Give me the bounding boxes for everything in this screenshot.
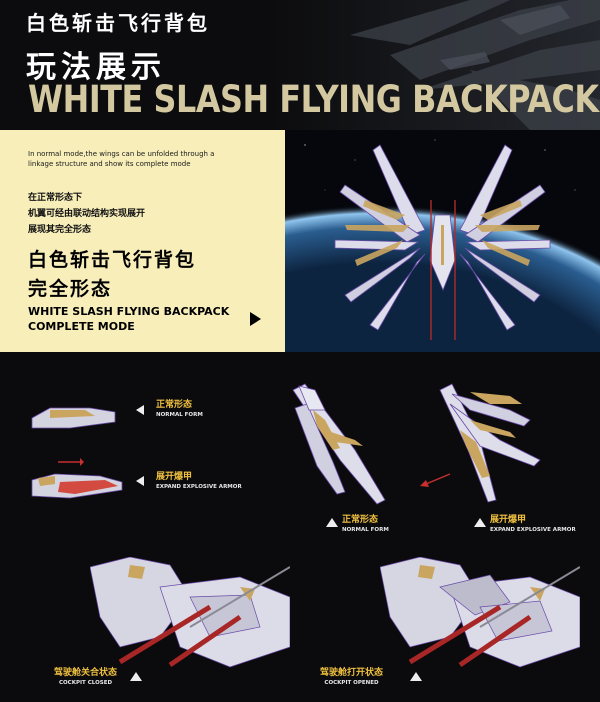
- label-wing-normal: 正常形态 NORMAL FORM: [342, 515, 389, 533]
- chinese-description: 在正常形态下 机翼可经由联动结构实现展开 展现其完全形态: [28, 190, 145, 238]
- complete-mode-image: [285, 130, 600, 352]
- hero-banner: 白色斩击飞行背包 玩法展示 WHITE SLASH FLYING BACKPAC…: [0, 0, 600, 130]
- mode-title-en: WHITE SLASH FLYING BACKPACK COMPLETE MOD…: [28, 304, 229, 334]
- mode-title-cn-line: 完全形态: [28, 278, 113, 300]
- mode-title-cn: 白色斩击飞行背包 完全形态: [28, 246, 196, 304]
- left-pointer-icon: [136, 476, 144, 486]
- up-pointer-icon: [326, 518, 338, 527]
- wing-expanded-illustration: [439, 383, 541, 503]
- label-normal-form: 正常形态 NORMAL FORM: [156, 400, 203, 418]
- up-pointer-icon: [474, 518, 486, 527]
- info-panel: In normal mode,the wings can be unfolded…: [0, 130, 285, 352]
- red-arrow-icon: [420, 473, 450, 487]
- dark-mech-silhouette: [270, 0, 600, 130]
- label-cockpit-closed: 驾驶舱关合状态 COCKPIT CLOSED: [54, 668, 118, 686]
- cn-note-line: 在正常形态下: [28, 193, 83, 203]
- cn-note-line: 机翼可经由联动结构实现展开: [28, 209, 146, 219]
- details-section: 正常形态 NORMAL FORM 展开爆甲 EXPAND EXPLOSIVE A…: [0, 352, 600, 702]
- label-cockpit-opened: 驾驶舱打开状态 COCKPIT OPENED: [320, 668, 384, 686]
- title-en: WHITE SLASH FLYING BACKPACK: [28, 78, 599, 121]
- up-pointer-icon: [410, 672, 422, 681]
- cockpit-closed-illustration: [90, 557, 290, 668]
- armor-normal-illustration: [31, 407, 116, 429]
- wing-normal-illustration: [292, 383, 386, 505]
- mode-title-cn-line: 白色斩击飞行背包: [28, 249, 197, 271]
- armor-expanded-illustration: [31, 473, 123, 499]
- backpack-complete-illustration: [285, 130, 600, 352]
- english-description: In normal mode,the wings can be unfolded…: [28, 150, 215, 168]
- mode-title-en-line: COMPLETE MODE: [28, 320, 135, 333]
- label-expand-armor: 展开爆甲 EXPAND EXPLOSIVE ARMOR: [156, 472, 242, 490]
- label-wing-expand: 展开爆甲 EXPAND EXPLOSIVE ARMOR: [490, 515, 576, 533]
- up-pointer-icon: [130, 672, 142, 681]
- cockpit-opened-illustration: [380, 557, 580, 668]
- title-cn-big: 玩法展示: [26, 50, 166, 85]
- mode-title-en-line: WHITE SLASH FLYING BACKPACK: [28, 305, 230, 318]
- red-arrow-icon: [58, 458, 84, 466]
- title-cn-small: 白色斩击飞行背包: [26, 11, 210, 35]
- cn-note-line: 展现其完全形态: [28, 225, 92, 235]
- left-pointer-icon: [136, 405, 144, 415]
- play-arrow-icon[interactable]: [250, 312, 261, 326]
